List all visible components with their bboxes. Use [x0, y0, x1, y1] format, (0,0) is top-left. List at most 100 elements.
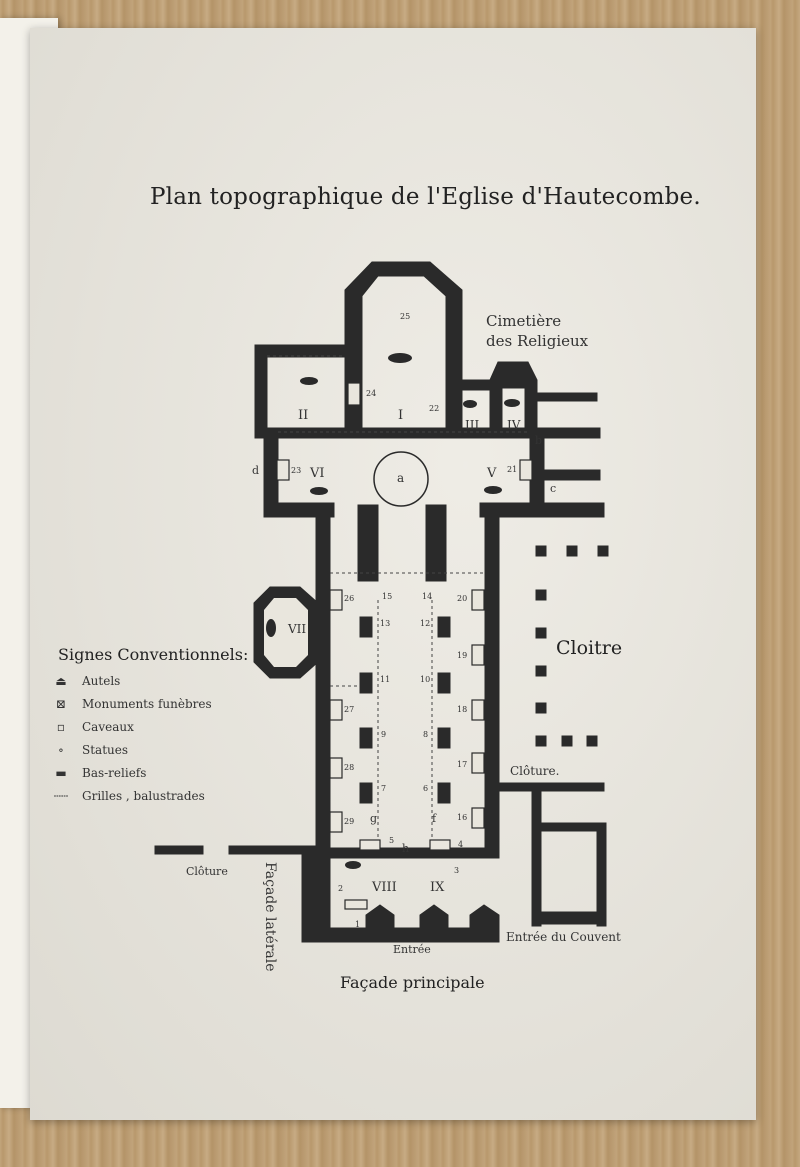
- cloister-wall-v: [531, 782, 542, 927]
- facade-laterale-label: Façade latérale: [262, 862, 278, 972]
- number-5: 5: [389, 836, 395, 845]
- legend-label: Statues: [82, 743, 129, 757]
- nave-wall-west: [315, 514, 331, 856]
- chapel-IV-apse: [489, 361, 538, 436]
- legend-label: Caveaux: [82, 720, 134, 734]
- chapel-II-label: II: [298, 408, 309, 423]
- legend-item-autels: ⏏ Autels: [48, 674, 120, 688]
- letter-a: a: [397, 471, 405, 485]
- number-20: 20: [457, 594, 468, 603]
- cloister-wall-top: [497, 782, 605, 792]
- chapel-I-label: I: [398, 408, 404, 423]
- legend-item-monuments: ⊠ Monuments funèbres: [48, 697, 212, 711]
- number-29: 29: [344, 817, 355, 826]
- number-17: 17: [457, 760, 468, 769]
- bas-relief-icon: ▬: [55, 766, 67, 780]
- transept-bar: [254, 427, 601, 439]
- nave-piers: [359, 616, 451, 804]
- apse-wall: [344, 261, 463, 311]
- number-19: 19: [457, 651, 468, 660]
- number-12: 12: [420, 619, 431, 628]
- entree-label: Entrée: [393, 943, 431, 956]
- cloister-room-bottom: [531, 911, 607, 925]
- chapel-III-label: III: [465, 418, 480, 432]
- cloture-left-label: Clôture: [186, 865, 228, 878]
- number-18: 18: [457, 705, 468, 714]
- legend-label: Autels: [82, 674, 121, 688]
- number-3: 3: [454, 866, 460, 875]
- sacristy-block: [543, 469, 601, 481]
- altar-icon: ⏏: [55, 674, 67, 688]
- number-1: 1: [355, 920, 361, 929]
- number-6: 6: [423, 784, 429, 793]
- crossing-circle: [373, 451, 429, 507]
- number-24: 24: [366, 389, 377, 398]
- letter-g: g: [370, 812, 378, 825]
- cemetery-label-1: Cimetière: [486, 312, 562, 330]
- tomb-icon: ⊠: [55, 697, 67, 711]
- number-23: 23: [291, 466, 302, 475]
- nave-wall-east: [484, 514, 500, 856]
- page-title: Plan topographique de l'Eglise d'Hauteco…: [150, 184, 701, 210]
- legend-item-grilles: ┄┄ Grilles , balustrades: [48, 789, 205, 803]
- number-8: 8: [423, 730, 429, 739]
- letter-f: f: [432, 812, 437, 825]
- chapel-VIII-label: VIII: [372, 880, 397, 895]
- letter-b: b: [535, 434, 543, 447]
- number-10: 10: [420, 675, 431, 684]
- number-13: 13: [380, 619, 391, 628]
- letter-h: h: [402, 842, 410, 855]
- legend-label: Grilles , balustrades: [82, 789, 205, 803]
- legend-label: Bas-reliefs: [82, 766, 147, 780]
- railing-icon: ┄┄: [53, 789, 69, 803]
- number-22: 22: [429, 404, 440, 413]
- number-4: 4: [458, 840, 464, 849]
- chapel-V-label: V: [487, 466, 497, 481]
- number-11: 11: [380, 675, 391, 684]
- facade-principale-label: Façade principale: [340, 973, 485, 992]
- cloister-room-right: [596, 822, 607, 927]
- legend-item-bas-reliefs: ▬ Bas-reliefs: [48, 766, 146, 780]
- chapel-II-wall-left: [254, 344, 268, 436]
- facade-side-block: [301, 854, 331, 943]
- chapel-VII-label: VII: [288, 622, 307, 636]
- number-28: 28: [344, 763, 355, 772]
- choir-wall-right: [445, 304, 463, 436]
- cloister-piers: [535, 545, 609, 747]
- transept-bottom-right: [479, 502, 605, 518]
- transept-bottom-left: [263, 502, 335, 518]
- cloister-room-top: [540, 822, 606, 832]
- east-wall-top: [536, 392, 598, 402]
- number-16: 16: [457, 813, 468, 822]
- number-2: 2: [338, 884, 344, 893]
- number-21: 21: [507, 465, 518, 474]
- choir-wall-left: [344, 304, 363, 436]
- number-14: 14: [422, 592, 433, 601]
- legend-title: Signes Conventionnels:: [58, 645, 249, 664]
- facade-buttress-left: [365, 904, 395, 943]
- vault-icon: ▫: [56, 720, 66, 734]
- legend-item-statues: ∘ Statues: [48, 743, 128, 757]
- chapel-III-wall: [459, 379, 491, 391]
- number-26: 26: [344, 594, 355, 603]
- facade-buttress-right: [419, 904, 449, 943]
- letter-d: d: [252, 464, 260, 477]
- number-9: 9: [381, 730, 387, 739]
- crossing-pier-left: [357, 504, 379, 582]
- legend-label: Monuments funèbres: [82, 697, 212, 711]
- book-page: [30, 28, 756, 1120]
- grilles-balustrades: [267, 355, 530, 838]
- tomb-markers: [276, 382, 533, 910]
- cloister-label: Cloitre: [556, 637, 623, 659]
- number-25: 25: [400, 312, 411, 321]
- entree-couvent-label: Entrée du Couvent: [506, 930, 621, 944]
- number-7: 7: [381, 784, 387, 793]
- chapel-VI-label: VI: [310, 466, 325, 481]
- number-15: 15: [382, 592, 393, 601]
- cloture-west: [154, 845, 204, 855]
- statue-icon: ∘: [58, 743, 64, 757]
- chapel-IX-label: IX: [430, 880, 445, 895]
- facade-buttress-east: [469, 904, 500, 943]
- legend-item-caveaux: ▫ Caveaux: [48, 720, 134, 734]
